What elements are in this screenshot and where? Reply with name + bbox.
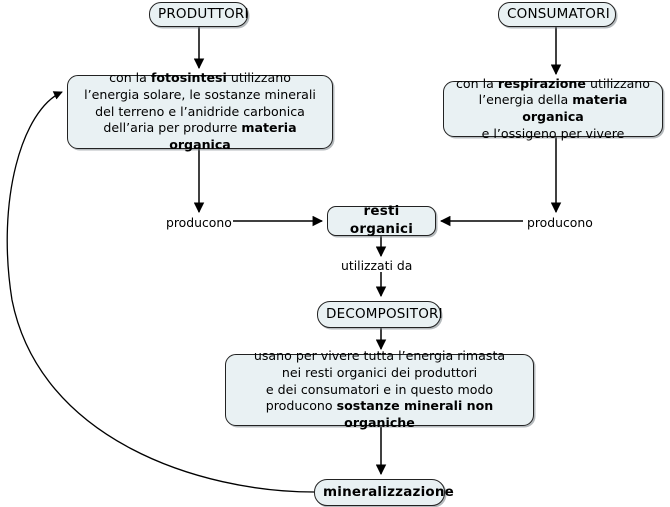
node-resti-organici[interactable]: resti organici [327,203,436,237]
edge-label-utilizzati-da: utilizzati da [341,258,413,273]
node-usano-text: usano per vivere tutta l’energia rimasta… [253,348,506,431]
edge-label-producono-right: producono [527,215,593,230]
node-produttori-label: PRODUTTORI [158,5,249,22]
node-mineralizzazione[interactable]: mineralizzazione [314,479,455,506]
node-consumatori-label: CONSUMATORI [507,5,610,22]
edge-label-producono-left: producono [166,215,232,230]
node-decompositori[interactable]: DECOMPOSITORI [317,301,443,328]
node-consumatori[interactable]: CONSUMATORI [498,2,616,27]
node-mineralizzazione-label: mineralizzazione [323,483,455,500]
node-resti-organici-label: resti organici [349,203,414,237]
node-produttori[interactable]: PRODUTTORI [149,2,248,27]
node-decompositori-label: DECOMPOSITORI [326,305,443,322]
node-usano-description[interactable]: usano per vivere tutta l’energia rimasta… [225,348,534,430]
